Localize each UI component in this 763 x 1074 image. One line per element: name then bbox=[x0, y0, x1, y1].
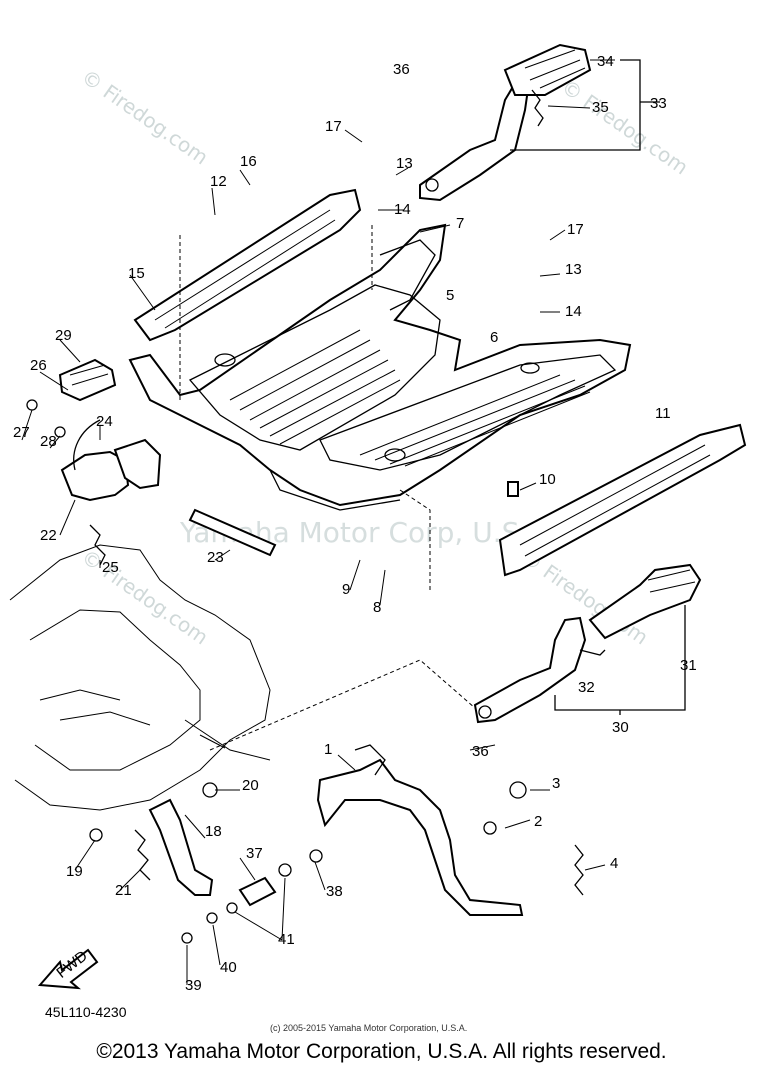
callout-12: 12 bbox=[210, 173, 227, 190]
callout-38: 38 bbox=[326, 883, 343, 900]
callout-21: 21 bbox=[115, 882, 132, 899]
diagram-code: 45L110-4230 bbox=[45, 1004, 127, 1020]
footrest-bracket-rear bbox=[419, 43, 592, 202]
callout-37: 37 bbox=[246, 845, 263, 862]
small-copyright: (c) 2005-2015 Yamaha Motor Corporation, … bbox=[270, 1023, 467, 1033]
callout-5: 5 bbox=[446, 287, 454, 304]
callout-13b: 13 bbox=[565, 261, 582, 278]
callout-labels: 1 2 3 4 5 6 7 8 9 10 11 12 13 13 14 14 1… bbox=[13, 53, 697, 994]
callout-35: 35 bbox=[592, 99, 609, 116]
callout-13a: 13 bbox=[396, 155, 413, 172]
watermark-firedog-left: © Firedog.com bbox=[77, 544, 213, 649]
callout-17b: 17 bbox=[567, 221, 584, 238]
callout-16: 16 bbox=[240, 153, 257, 170]
fwd-arrow-icon: FWD bbox=[37, 947, 99, 990]
callout-30: 30 bbox=[612, 719, 629, 736]
side-rail-right bbox=[498, 423, 747, 577]
engine-case-outline bbox=[9, 544, 271, 811]
copyright-footer: ©2013 Yamaha Motor Corporation, U.S.A. A… bbox=[96, 1040, 667, 1063]
callout-17a: 17 bbox=[325, 118, 342, 135]
callout-33: 33 bbox=[650, 95, 667, 112]
callout-28: 28 bbox=[40, 433, 57, 450]
callout-2: 2 bbox=[534, 813, 542, 830]
callout-31: 31 bbox=[680, 657, 697, 674]
callout-23: 23 bbox=[207, 549, 224, 566]
callout-10: 10 bbox=[539, 471, 556, 488]
watermark-firedog-right: © Firedog.com bbox=[557, 74, 693, 179]
callout-11: 11 bbox=[655, 405, 671, 422]
callout-15: 15 bbox=[128, 265, 145, 282]
callout-4: 4 bbox=[610, 855, 618, 872]
callout-36a: 36 bbox=[393, 61, 410, 78]
footrest-bracket-front bbox=[473, 563, 702, 724]
brake-pedal-assembly bbox=[26, 358, 277, 566]
callout-27: 27 bbox=[13, 424, 30, 441]
callout-32: 32 bbox=[578, 679, 595, 696]
callout-39: 39 bbox=[185, 977, 202, 994]
callout-25: 25 bbox=[102, 559, 119, 576]
callout-19: 19 bbox=[66, 863, 83, 880]
callout-26: 26 bbox=[30, 357, 47, 374]
callout-7: 7 bbox=[456, 215, 464, 232]
callout-18: 18 bbox=[205, 823, 222, 840]
callout-9: 9 bbox=[342, 581, 350, 598]
callout-24: 24 bbox=[96, 413, 113, 430]
side-rail-left bbox=[133, 188, 362, 342]
callout-3: 3 bbox=[552, 775, 560, 792]
callout-14b: 14 bbox=[565, 303, 582, 320]
callout-20: 20 bbox=[242, 777, 259, 794]
sidestand-assembly bbox=[89, 782, 323, 944]
watermark-firedog-top: © Firedog.com bbox=[77, 64, 213, 169]
callout-40: 40 bbox=[220, 959, 237, 976]
callout-22: 22 bbox=[40, 527, 57, 544]
clip-10 bbox=[507, 481, 519, 497]
callout-1: 1 bbox=[324, 741, 332, 758]
floorboard-assembly bbox=[128, 223, 632, 511]
callout-29: 29 bbox=[55, 327, 72, 344]
callout-34: 34 bbox=[597, 53, 614, 70]
callout-8: 8 bbox=[373, 599, 381, 616]
callout-6: 6 bbox=[490, 329, 498, 346]
centerstand-assembly bbox=[316, 744, 584, 916]
callout-36b: 36 bbox=[472, 743, 489, 760]
